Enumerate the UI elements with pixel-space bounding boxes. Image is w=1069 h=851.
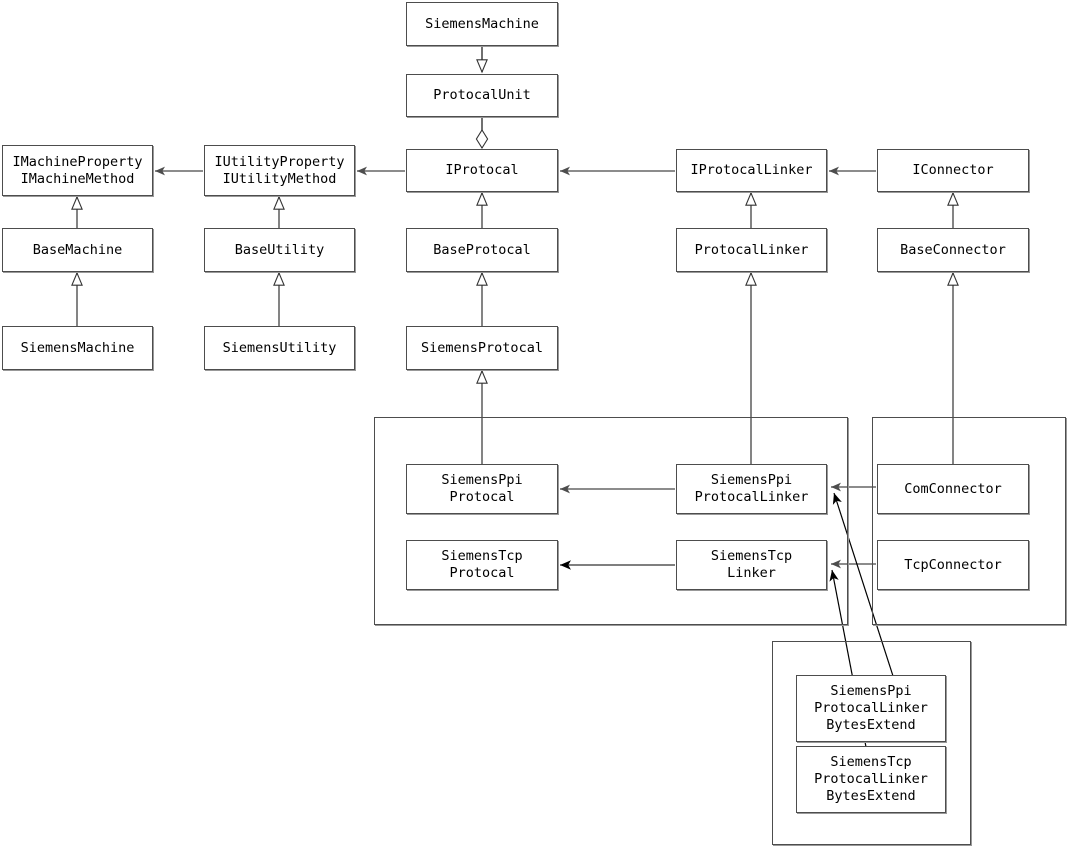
class-label: SiemensPpi ProtocalLinker BytesExtend	[814, 683, 928, 733]
class-box-tcp-connector[interactable]: TcpConnector	[877, 540, 1029, 590]
class-box-iprotocal-linker[interactable]: IProtocalLinker	[676, 149, 827, 192]
class-label: BaseUtility	[234, 241, 325, 258]
bytes-extend-group	[772, 641, 971, 845]
class-label: SiemensTcp Linker	[710, 548, 793, 581]
class-box-com-connector[interactable]: ComConnector	[877, 464, 1029, 514]
class-box-siemens-ppi-protocal[interactable]: SiemensPpi Protocal	[406, 464, 558, 514]
class-box-siemens-protocal[interactable]: SiemensProtocal	[406, 326, 558, 370]
edge-ppibytesextend-ppilinker	[832, 492, 894, 677]
class-box-siemens-tcp-protocal[interactable]: SiemensTcp Protocal	[406, 540, 558, 590]
class-label: SiemensUtility	[222, 339, 337, 356]
class-box-iutility-property[interactable]: IUtilityProperty IUtilityMethod	[204, 145, 355, 196]
class-label: BaseConnector	[900, 241, 1006, 258]
class-box-siemens-utility[interactable]: SiemensUtility	[204, 326, 355, 370]
class-box-siemens-ppi-protocal-linker[interactable]: SiemensPpi ProtocalLinker	[676, 464, 827, 514]
class-box-protocal-unit[interactable]: ProtocalUnit	[406, 74, 558, 117]
class-label: ProtocalLinker	[694, 241, 809, 258]
connector-impl-group	[872, 417, 1066, 625]
class-label: SiemensTcp ProtocalLinker BytesExtend	[814, 754, 928, 804]
class-label: BaseProtocal	[433, 241, 531, 258]
class-box-siemens-ppi-bytes-extend[interactable]: SiemensPpi ProtocalLinker BytesExtend	[796, 675, 946, 742]
class-label: IProtocal	[445, 162, 519, 178]
class-label: IConnector	[912, 162, 994, 178]
class-label: ProtocalUnit	[433, 87, 531, 103]
class-label: SiemensPpi ProtocalLinker	[694, 472, 809, 505]
class-box-siemens-machine[interactable]: SiemensMachine	[2, 326, 153, 370]
class-label: SiemensProtocal	[421, 339, 543, 356]
class-label: SiemensTcp Protocal	[441, 548, 523, 581]
class-box-siemens-tcp-bytes-extend[interactable]: SiemensTcp ProtocalLinker BytesExtend	[796, 746, 946, 813]
class-label: TcpConnector	[904, 556, 1002, 573]
class-label: SiemensPpi Protocal	[441, 472, 523, 505]
class-box-base-protocal[interactable]: BaseProtocal	[406, 228, 558, 272]
class-box-iprotocal[interactable]: IProtocal	[406, 149, 558, 192]
class-box-imachine-property[interactable]: IMachineProperty IMachineMethod	[2, 145, 153, 196]
class-box-base-utility[interactable]: BaseUtility	[204, 228, 355, 272]
protocal-impl-group	[374, 417, 848, 625]
class-box-siemens-machine-top[interactable]: SiemensMachine	[406, 2, 558, 46]
class-label: IProtocalLinker	[690, 162, 813, 178]
class-box-protocal-linker[interactable]: ProtocalLinker	[676, 228, 827, 272]
class-label: IMachineProperty IMachineMethod	[12, 153, 143, 187]
class-box-base-connector[interactable]: BaseConnector	[877, 228, 1029, 272]
class-label: ComConnector	[904, 480, 1002, 497]
class-label: SiemensMachine	[425, 15, 539, 32]
class-box-iconnector[interactable]: IConnector	[877, 149, 1029, 192]
class-label: BaseMachine	[32, 241, 123, 258]
class-label: SiemensMachine	[20, 339, 135, 356]
class-box-base-machine[interactable]: BaseMachine	[2, 228, 153, 272]
class-box-siemens-tcp-linker[interactable]: SiemensTcp Linker	[676, 540, 827, 590]
class-label: IUtilityProperty IUtilityMethod	[214, 153, 345, 187]
